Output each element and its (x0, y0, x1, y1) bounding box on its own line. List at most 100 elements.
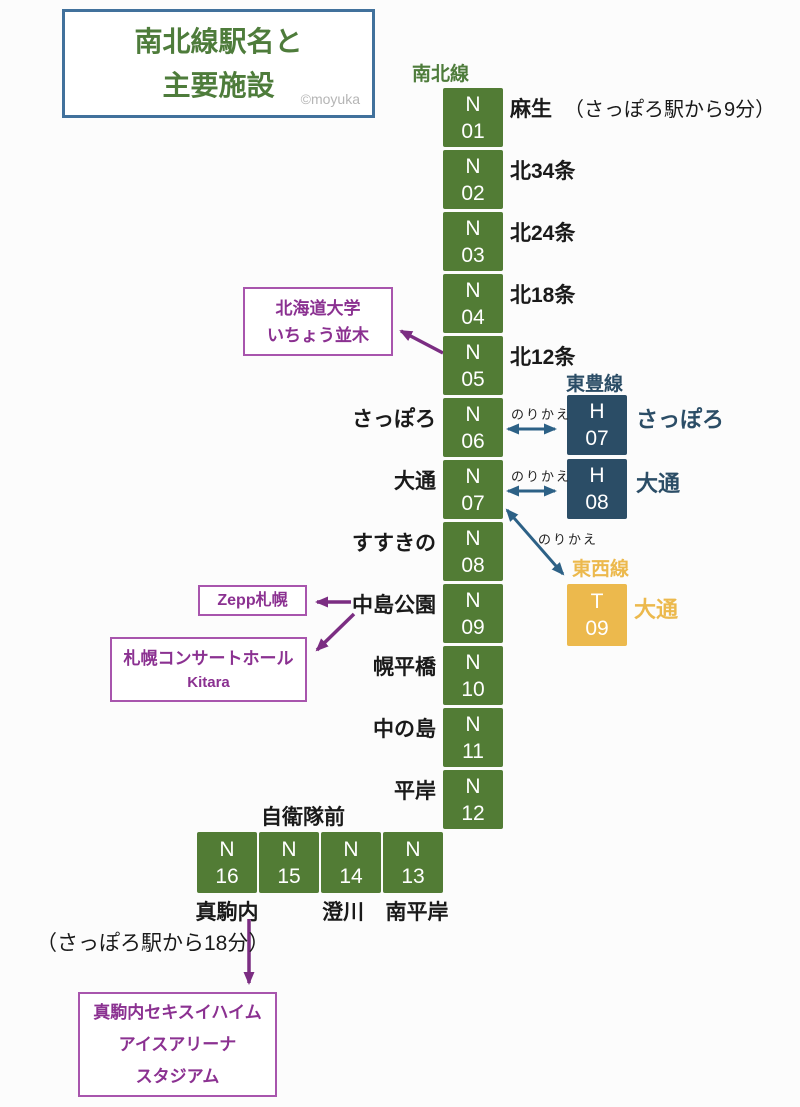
arrow-kitara (315, 612, 356, 652)
station-code-letter: N (465, 216, 481, 240)
station-code-number: 16 (215, 864, 239, 888)
station-code-number: 09 (585, 617, 609, 640)
title-line1: 南北線駅名と (134, 26, 303, 57)
facility-line2: アイスアリーナ (118, 1034, 237, 1054)
station-code-letter: N (465, 774, 481, 798)
makomanai-time-note: （さっぽろ駅から18分） (36, 932, 270, 955)
norikae-label-2: のりかえ (511, 469, 572, 484)
station-box-n06: N 06 (443, 398, 503, 457)
station-box-n08: N 08 (443, 522, 503, 581)
station-code-letter: N (219, 837, 235, 861)
station-label-n02: 北34条 (510, 160, 576, 183)
station-code-number: 11 (462, 739, 484, 763)
tozai-line-label: 東西線 (572, 559, 630, 580)
station-box-n12: N 12 (443, 770, 503, 829)
station-label-n15: 自衛隊前 (261, 806, 345, 829)
title-box: 南北線駅名と 主要施設 ©moyuka (62, 9, 375, 118)
station-code-letter: N (465, 588, 481, 612)
norikae-label-1: のりかえ (511, 407, 572, 422)
station-label-n10: 幌平橋 (373, 656, 436, 679)
station-label-n05: 北12条 (510, 346, 576, 369)
station-code-letter: N (465, 526, 481, 550)
station-code-letter: N (465, 92, 481, 116)
facility-box-makomanai: 真駒内セキスイハイム アイスアリーナ スタジアム (78, 992, 277, 1097)
station-box-n01: N 01 (443, 88, 503, 147)
facility-line2: Kitara (187, 674, 230, 691)
station-box-n11: N 11 (443, 708, 503, 767)
station-code-letter: N (465, 340, 481, 364)
station-code-number: 08 (585, 491, 609, 514)
station-box-n13: N 13 (383, 832, 443, 893)
station-code-number: 03 (461, 243, 485, 267)
station-code-number: 04 (461, 305, 485, 329)
facility-line2: いちょう並木 (267, 325, 369, 345)
norikae-label-3: のりかえ (538, 532, 599, 547)
station-code-number: 07 (585, 427, 609, 450)
toho-line-label: 東豊線 (566, 374, 624, 395)
credit-watermark: ©moyuka (300, 91, 360, 107)
station-code-letter: N (465, 402, 481, 426)
station-label-n03: 北24条 (510, 222, 576, 245)
station-box-n02: N 02 (443, 150, 503, 209)
facility-line1: 真駒内セキスイハイム (93, 1002, 262, 1022)
transfer-label-h07: さっぽろ (636, 407, 725, 432)
station-label-n13: 南平岸 (385, 901, 449, 924)
station-code-letter: H (589, 400, 605, 423)
station-box-n15: N 15 (259, 832, 319, 893)
station-box-n10: N 10 (443, 646, 503, 705)
station-box-n03: N 03 (443, 212, 503, 271)
station-code-number: 15 (277, 864, 301, 888)
station-box-n04: N 04 (443, 274, 503, 333)
station-code-number: 06 (461, 429, 485, 453)
facility-box-kitara: 札幌コンサートホール Kitara (110, 637, 307, 702)
station-code-letter: N (281, 837, 297, 861)
station-label-n07: 大通 (394, 470, 436, 493)
facility-box-hokudai: 北海道大学 いちょう並木 (243, 287, 393, 356)
station-code-letter: H (589, 464, 605, 487)
station-code-number: 02 (461, 181, 485, 205)
arrow-hokudai (399, 329, 444, 355)
namboku-line-label: 南北線 (412, 64, 470, 85)
facility-line1: 札幌コンサートホール (123, 649, 294, 668)
station-box-n14: N 14 (321, 832, 381, 893)
station-label-n12: 平岸 (394, 780, 436, 803)
station-code-number: 01 (461, 119, 485, 143)
transfer-label-t09: 大通 (634, 597, 679, 622)
station-label-n16: 真駒内 (195, 901, 259, 924)
station-label-n04: 北18条 (510, 284, 576, 307)
station-label-n09: 中島公園 (352, 594, 436, 617)
station-box-n05: N 05 (443, 336, 503, 395)
station-box-n07: N 07 (443, 460, 503, 519)
station-code-number: 07 (461, 491, 485, 515)
station-code-number: 13 (401, 864, 425, 888)
page-title: 南北線駅名と 主要施設 (65, 20, 372, 108)
station-code-letter: N (405, 837, 421, 861)
station-code-letter: T (590, 590, 604, 613)
station-code-number: 12 (461, 801, 485, 825)
station-code-number: 09 (461, 615, 485, 639)
title-line2: 主要施設 (162, 70, 275, 101)
station-code-number: 10 (461, 677, 485, 701)
station-label-n01: 麻生 （さっぽろ駅から9分） (510, 93, 775, 123)
station-code-letter: N (465, 154, 481, 178)
station-code-letter: N (465, 650, 481, 674)
facility-box-zepp: Zepp札幌 (198, 585, 307, 616)
station-code-number: 14 (339, 864, 363, 888)
facility-line1: Zepp札幌 (217, 591, 288, 609)
station-name: 麻生 (510, 98, 552, 121)
station-label-n08: すすきの (352, 532, 436, 555)
station-code-number: 08 (461, 553, 485, 577)
station-code-number: 05 (461, 367, 485, 391)
station-code-letter: N (465, 464, 481, 488)
transfer-label-h08: 大通 (636, 471, 681, 496)
station-box-n16: N 16 (197, 832, 257, 893)
station-code-letter: N (465, 712, 481, 736)
transfer-box-h08: H 08 (567, 459, 627, 519)
station-label-n11: 中の島 (373, 718, 436, 741)
station-time-note: （さっぽろ駅から9分） (564, 99, 776, 121)
station-code-letter: N (343, 837, 359, 861)
station-label-n14: 澄川 (322, 901, 364, 924)
station-box-n09: N 09 (443, 584, 503, 643)
transfer-box-h07: H 07 (567, 395, 627, 455)
